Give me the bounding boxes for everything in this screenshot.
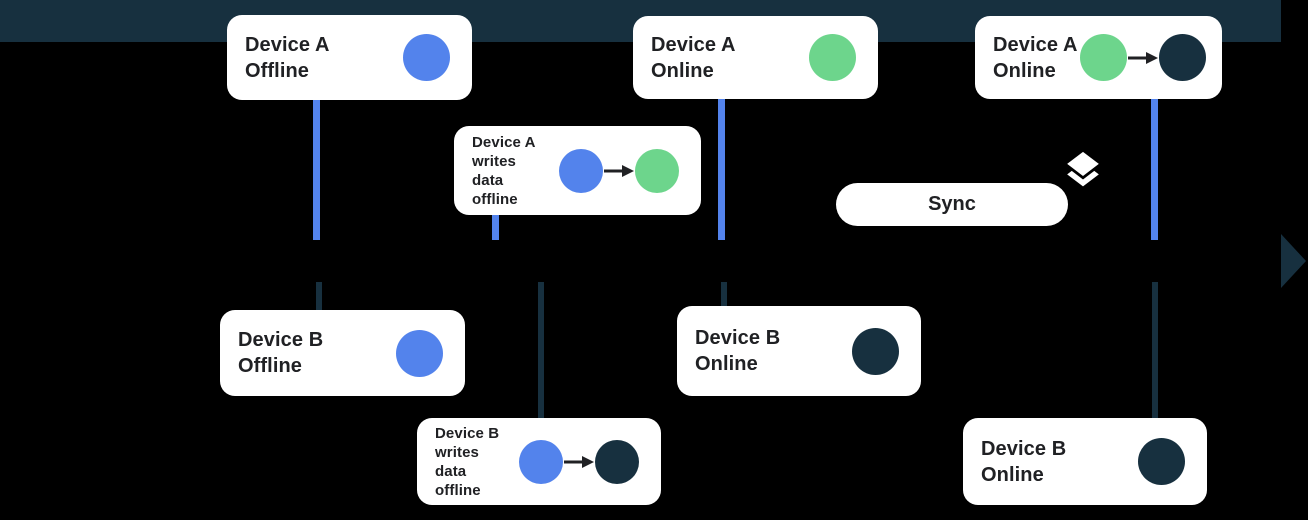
connector-b-writes <box>538 282 544 419</box>
arrow-right-icon <box>604 164 634 178</box>
card-device-b-online-1: Device B Online <box>677 306 921 396</box>
state-dots <box>1138 438 1185 485</box>
card-title: Device B writes data offline <box>435 424 500 499</box>
state-dots <box>403 34 450 81</box>
green-state-dot <box>809 34 856 81</box>
layers-icon <box>1067 151 1099 187</box>
sync-button: Sync <box>836 183 1068 226</box>
card-title: Device B Online <box>981 437 1067 486</box>
connector-b-online-2 <box>1152 282 1158 419</box>
card-title: Device A Offline <box>245 33 330 82</box>
connector-a-online-2 <box>1151 98 1158 240</box>
state-dots <box>809 34 856 81</box>
connector-a-writes <box>492 214 499 240</box>
connector-b-offline <box>316 282 322 311</box>
card-title: Device B Offline <box>238 329 324 377</box>
state-dots <box>396 329 443 377</box>
navy-state-dot <box>595 439 639 484</box>
card-title: Device A writes data offline <box>472 133 536 208</box>
card-device-b-offline: Device B Offline <box>220 310 465 396</box>
arrow-right-icon <box>564 455 594 469</box>
sync-label: Sync <box>928 193 976 215</box>
timeline-arrowhead-icon <box>1281 234 1306 288</box>
connector-a-online-1 <box>718 98 725 240</box>
card-device-a-offline: Device A Offline <box>227 15 472 100</box>
card-title: Device B Online <box>695 327 781 375</box>
blue-state-dot <box>519 439 563 484</box>
navy-state-dot <box>1159 34 1206 81</box>
blue-state-dot <box>559 148 603 193</box>
card-title: Device A Online <box>993 33 1078 82</box>
card-device-a-writes-data-offline: Device A writes data offline <box>454 126 701 215</box>
arrow-right-icon <box>1128 51 1158 65</box>
green-state-dot <box>1080 34 1127 81</box>
state-dots <box>559 148 679 193</box>
state-dots <box>852 327 899 375</box>
card-device-b-online-2: Device B Online <box>963 418 1207 505</box>
connector-b-online-1 <box>721 282 727 307</box>
card-device-a-online-1: Device A Online <box>633 16 878 99</box>
card-device-a-online-2: Device A Online <box>975 16 1222 99</box>
navy-state-dot <box>852 327 899 375</box>
blue-state-dot <box>403 34 450 81</box>
state-dots <box>1080 34 1206 81</box>
card-title: Device A Online <box>651 33 736 82</box>
blue-state-dot <box>396 329 443 377</box>
green-state-dot <box>635 148 679 193</box>
state-dots <box>519 439 639 484</box>
card-device-b-writes-data-offline: Device B writes data offline <box>417 418 661 505</box>
navy-state-dot <box>1138 438 1185 485</box>
connector-a-offline <box>313 100 320 240</box>
